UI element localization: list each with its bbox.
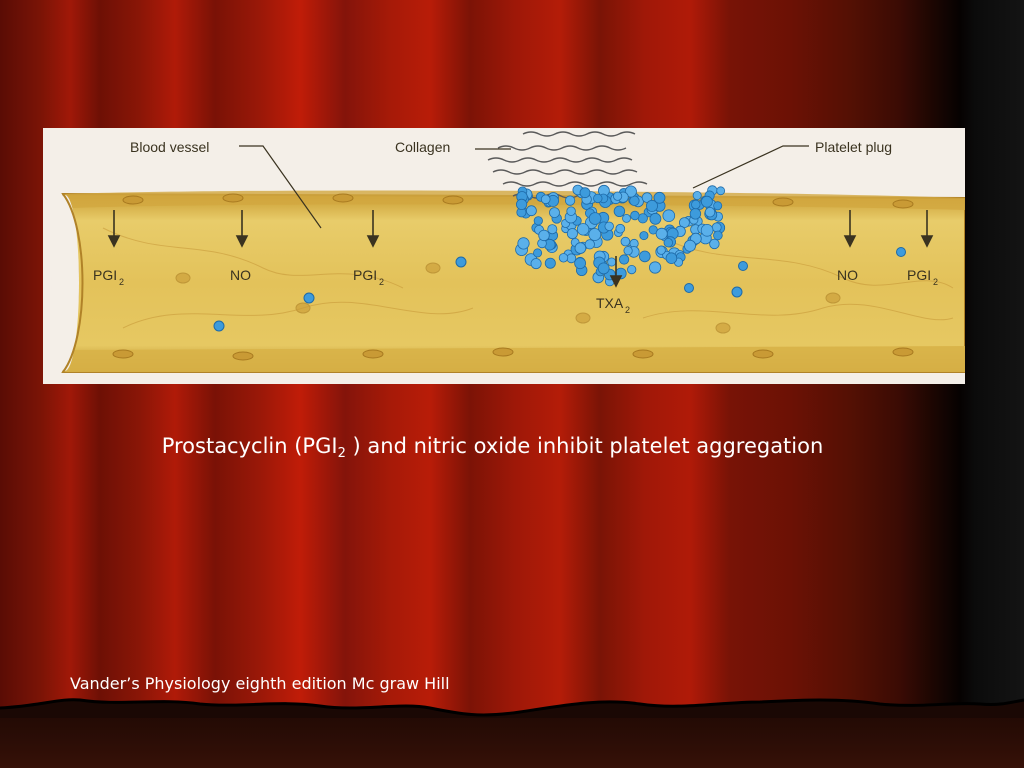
label-no-left: NO <box>230 267 251 283</box>
label-no-right: NO <box>837 267 858 283</box>
platelet <box>618 254 630 265</box>
platelet <box>711 222 722 233</box>
platelet <box>639 231 649 241</box>
label-pgi2-left-sub: 2 <box>119 277 124 287</box>
platelet <box>604 221 614 232</box>
caption-before: Prostacyclin (PGI <box>161 434 338 458</box>
platelet <box>620 236 631 247</box>
label-pgi2-right: PGI <box>907 267 931 283</box>
platelet <box>713 230 723 241</box>
label-pgi2-left: PGI <box>93 267 117 283</box>
platelet <box>533 216 543 226</box>
platelet <box>538 229 550 242</box>
platelet <box>564 195 576 206</box>
platelet <box>593 193 603 204</box>
platelet <box>622 214 631 223</box>
platelet <box>549 207 560 218</box>
vessel-wall <box>61 192 965 373</box>
platelet <box>558 253 569 263</box>
platelet <box>579 187 591 199</box>
platelet <box>544 257 556 269</box>
platelet <box>597 262 610 275</box>
platelet <box>691 199 701 210</box>
platelet <box>648 261 662 274</box>
platelet <box>656 245 666 255</box>
platelet-plug-cluster <box>515 184 726 287</box>
label-blood-vessel: Blood vessel <box>130 139 209 155</box>
caption: Prostacyclin (PGI2 ) and nitric oxide in… <box>0 434 985 461</box>
label-txa2: TXA <box>596 295 624 311</box>
platelet <box>679 217 690 228</box>
label-pgi2-right-sub: 2 <box>933 277 938 287</box>
label-pgi2-mid: PGI <box>353 267 377 283</box>
platelet <box>701 195 713 208</box>
platelet <box>517 237 530 250</box>
platelet <box>692 191 702 201</box>
platelet <box>566 228 578 240</box>
blood-vessel-diagram: Blood vessel Collagen Platelet plug PGI … <box>43 128 965 384</box>
platelet <box>638 250 651 263</box>
platelet <box>689 208 702 220</box>
platelet <box>613 205 626 218</box>
caption-sub: 2 <box>337 446 346 461</box>
platelet <box>574 242 587 254</box>
platelet <box>709 238 720 250</box>
platelet <box>584 239 595 250</box>
platelet <box>663 237 674 248</box>
label-collagen: Collagen <box>395 139 450 155</box>
platelet <box>646 199 659 212</box>
label-platelet-plug: Platelet plug <box>815 139 892 155</box>
platelet <box>615 223 626 234</box>
platelet <box>624 185 637 198</box>
platelet <box>574 257 586 270</box>
source-credit: Vander’s Physiology eighth edition Mc gr… <box>70 674 450 693</box>
label-pgi2-mid-sub: 2 <box>379 277 384 287</box>
label-txa2-sub: 2 <box>625 305 630 315</box>
platelet <box>716 186 726 196</box>
platelet <box>588 212 602 225</box>
platelet <box>525 205 537 217</box>
platelet <box>530 258 542 270</box>
platelet <box>515 198 528 211</box>
stage-floor <box>0 698 1024 768</box>
vessel-illustration: Blood vessel Collagen Platelet plug PGI … <box>51 131 965 373</box>
platelet <box>547 224 558 235</box>
platelet <box>533 248 543 258</box>
platelet <box>607 257 617 267</box>
platelet <box>566 206 576 216</box>
platelet <box>653 191 666 204</box>
platelet <box>662 209 676 222</box>
platelet <box>684 239 697 252</box>
platelet <box>540 194 551 205</box>
platelet <box>630 210 640 221</box>
platelet <box>576 223 590 236</box>
platelet <box>627 265 637 275</box>
platelet <box>623 246 633 256</box>
platelet <box>704 206 716 218</box>
platelet <box>655 227 668 240</box>
platelet <box>700 224 714 237</box>
platelet <box>713 201 723 211</box>
platelet <box>665 252 678 264</box>
caption-after: ) and nitric oxide inhibit platelet aggr… <box>345 434 824 458</box>
platelet <box>588 228 602 241</box>
platelet <box>649 212 662 225</box>
platelet <box>612 191 623 201</box>
